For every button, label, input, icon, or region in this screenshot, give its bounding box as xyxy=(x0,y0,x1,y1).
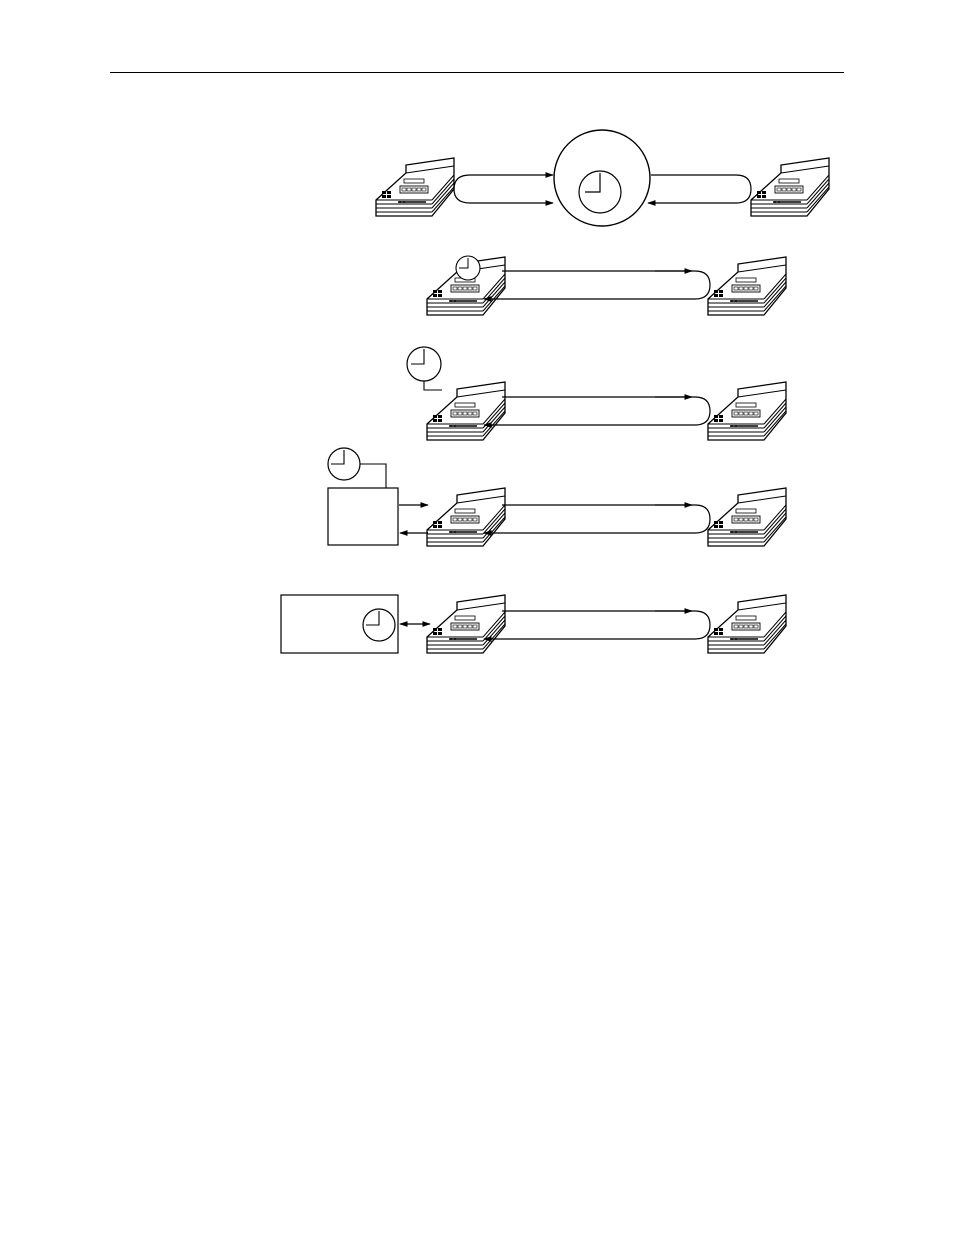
clock-icon xyxy=(328,448,360,480)
equipment-box-icon xyxy=(328,488,398,545)
left-link xyxy=(454,175,553,203)
link xyxy=(484,397,710,425)
left-modem-icon xyxy=(427,595,505,653)
clock-icon xyxy=(579,171,621,213)
clock-cable xyxy=(360,464,386,488)
right-modem-icon xyxy=(708,488,786,546)
link xyxy=(484,271,710,299)
link xyxy=(484,611,710,639)
left-modem-icon xyxy=(427,382,505,440)
row-5 xyxy=(281,595,786,653)
clock-icon xyxy=(363,609,395,641)
right-link xyxy=(648,175,751,203)
row-4 xyxy=(328,448,786,546)
left-modem-icon xyxy=(376,158,454,216)
row-1 xyxy=(376,130,829,226)
row-2 xyxy=(427,256,786,315)
left-modem-icon xyxy=(427,488,505,546)
clock-cable xyxy=(424,381,442,390)
right-modem-icon xyxy=(708,382,786,440)
link xyxy=(484,505,710,533)
row-3 xyxy=(407,347,786,440)
right-modem-icon xyxy=(708,257,786,315)
right-modem-icon xyxy=(751,158,829,216)
clock-icon xyxy=(456,256,480,280)
clock-icon xyxy=(407,347,441,381)
right-modem-icon xyxy=(708,595,786,653)
